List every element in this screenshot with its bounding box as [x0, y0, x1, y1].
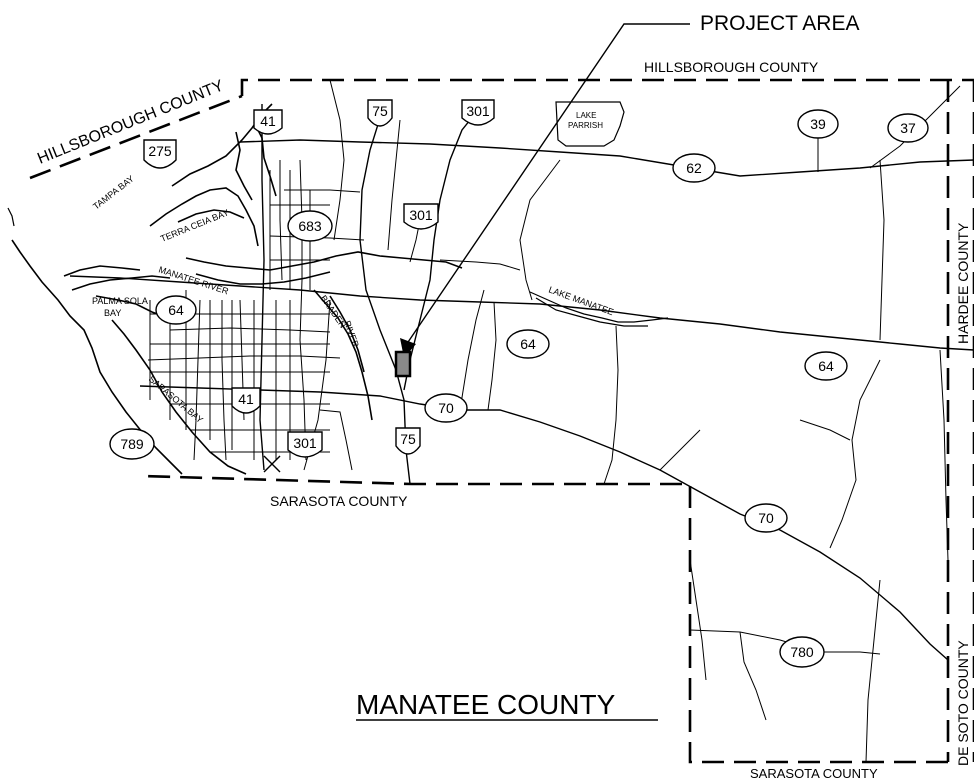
sr64-west-shield-text: 64 — [168, 302, 184, 318]
us-shield-301-north: 301 — [461, 99, 495, 126]
sr789-shield-text: 789 — [120, 436, 144, 452]
hillsborough-county-nw-label: HILLSBOROUGH COUNTY — [35, 77, 226, 167]
x-marker — [263, 455, 281, 473]
interstate-shield-275: 275 — [143, 139, 177, 169]
us41-north-shield-text: 41 — [260, 113, 276, 129]
project-area-callout — [394, 23, 690, 378]
desoto-county-label: DE SOTO COUNTY — [955, 640, 971, 766]
project-area-label: PROJECT AREA — [700, 12, 860, 35]
i75-south-shield-text: 75 — [400, 431, 416, 447]
road-network — [69, 79, 974, 763]
highway-shields: 275 75 75 41 301 301 41 301 — [109, 99, 929, 668]
sr-shield-70-mid: 70 — [424, 393, 468, 423]
hillsborough-county-north-label: HILLSBOROUGH COUNTY — [644, 59, 819, 75]
county-boundary — [29, 78, 974, 764]
us301-mid-shield-text: 301 — [409, 207, 433, 223]
i75-north-shield-text: 75 — [372, 103, 388, 119]
coastline — [7, 101, 669, 475]
us-shield-41-south: 41 — [231, 387, 261, 414]
county-labels: HILLSBOROUGH COUNTY HILLSBOROUGH COUNTY … — [35, 59, 971, 781]
lake-parrish-label-2: PARRISH — [568, 121, 603, 130]
palma-sola-bay-label: PALMA SOLA — [92, 296, 148, 306]
sr-shield-62: 62 — [672, 153, 716, 183]
sr39-shield-text: 39 — [810, 116, 826, 132]
sr-shield-789: 789 — [109, 428, 155, 460]
map-title: MANATEE COUNTY — [356, 689, 616, 720]
sr64-mid-shield-text: 64 — [520, 336, 536, 352]
sr62-shield-text: 62 — [686, 160, 702, 176]
palma-sola-bay-label-2: BAY — [104, 308, 121, 318]
sr-shield-780: 780 — [779, 636, 825, 668]
us-shield-41-north: 41 — [253, 109, 283, 135]
sr-shield-64-mid: 64 — [506, 329, 550, 359]
tampa-bay-label: TAMPA BAY — [91, 174, 136, 212]
sr-shield-39: 39 — [797, 109, 839, 139]
interstate-shield-75-north: 75 — [367, 99, 393, 127]
project-area-marker — [394, 350, 412, 378]
us301-south-shield-text: 301 — [293, 435, 317, 451]
sr64-east-shield-text: 64 — [818, 358, 834, 374]
urban-street-grid — [149, 170, 330, 460]
sarasota-county-south-label: SARASOTA COUNTY — [270, 493, 408, 509]
us301-north-shield-text: 301 — [466, 103, 490, 119]
us-shield-301-mid: 301 — [403, 203, 439, 230]
terra-ceia-bay-label: TERRA CEIA BAY — [159, 207, 230, 244]
sr-shield-37: 37 — [887, 113, 929, 143]
i275-shield-text: 275 — [148, 143, 172, 159]
lake-parrish-label: LAKE — [576, 111, 596, 120]
us41-south-shield-text: 41 — [238, 391, 254, 407]
sr70-mid-shield-text: 70 — [438, 400, 454, 416]
us-shield-301-south: 301 — [287, 431, 323, 458]
sr70-east-shield-text: 70 — [758, 510, 774, 526]
braden-river-label-2: RIVER — [342, 319, 361, 349]
sarasota-county-southeast-label: SARASOTA COUNTY — [750, 766, 878, 781]
sr-shield-683: 683 — [287, 210, 333, 242]
sr780-shield-text: 780 — [790, 644, 814, 660]
lake-manatee-label: LAKE MANATEE — [547, 284, 615, 317]
sr683-shield-text: 683 — [298, 218, 322, 234]
hardee-county-label: HARDEE COUNTY — [955, 222, 971, 344]
sr37-shield-text: 37 — [900, 120, 916, 136]
sr-shield-70-east: 70 — [744, 503, 788, 533]
sr-shield-64-east: 64 — [804, 351, 848, 381]
sr-shield-64-west: 64 — [155, 295, 197, 325]
interstate-shield-75-south: 75 — [395, 427, 421, 455]
